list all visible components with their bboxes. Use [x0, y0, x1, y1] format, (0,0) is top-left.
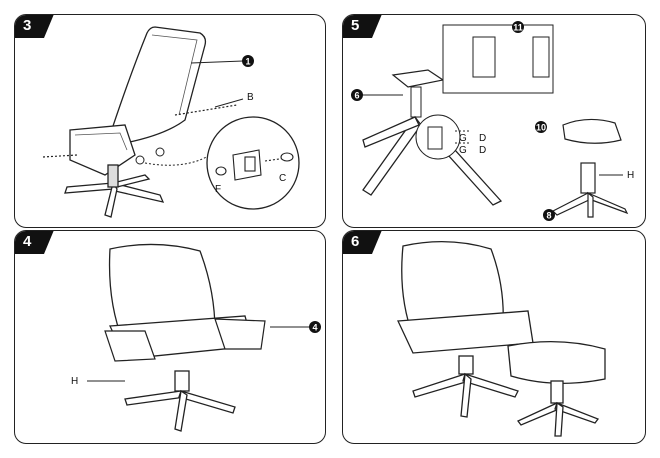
label-d-bottom: D [479, 145, 486, 156]
armrest-left [104, 330, 156, 362]
label-base-8: 8 [546, 211, 551, 221]
chair-base [412, 355, 519, 418]
step-4-panel: 4 4 H [14, 230, 326, 444]
ottoman-base [551, 162, 629, 218]
label-c: C [279, 173, 286, 184]
star-base [64, 164, 165, 218]
step-4-badge: 4 [15, 231, 54, 254]
label-part-1: 1 [245, 57, 250, 67]
label-h: H [627, 170, 634, 181]
label-bracket-11: 11 [513, 23, 523, 33]
step-6-illustration [397, 241, 606, 437]
step-5-panel: 5 6 G D G D 11 10 [342, 14, 646, 228]
chair-back [108, 243, 216, 342]
step-3-badge: 3 [15, 15, 54, 38]
step-5-illustration: 6 G D G D 11 10 H 8 [351, 21, 634, 221]
label-g-top: G [459, 133, 467, 144]
callout-10 [535, 121, 547, 133]
label-g-bottom: G [459, 145, 467, 156]
label-d-top: D [479, 133, 486, 144]
label-f: F [215, 184, 221, 195]
chair-back [401, 241, 504, 337]
callout-8 [543, 209, 555, 221]
label-h: H [71, 376, 78, 387]
armrest-right [214, 318, 266, 350]
callout-1 [242, 55, 254, 67]
callout-6 [351, 89, 363, 101]
star-base [124, 370, 236, 432]
seat-frame [69, 124, 136, 176]
ottoman-cushion [562, 118, 622, 144]
label-cushion-10: 10 [536, 123, 546, 133]
step-5-badge: 5 [343, 15, 382, 38]
step-6-panel: 6 [342, 230, 646, 444]
step-4-illustration: 4 H [71, 243, 321, 432]
ottoman-base [516, 380, 600, 437]
label-armrest-4: 4 [312, 323, 317, 333]
label-b: B [247, 92, 254, 103]
callout-4 [309, 321, 321, 333]
bracket-detail [215, 149, 294, 181]
step-3-panel: 3 1 B [14, 14, 326, 228]
step-6-badge: 6 [343, 231, 382, 254]
step-3-illustration: 1 B F C [42, 26, 300, 218]
label-base-6: 6 [354, 91, 359, 101]
top-plate [391, 69, 445, 88]
callout-11 [512, 21, 524, 33]
ottoman [507, 341, 606, 384]
